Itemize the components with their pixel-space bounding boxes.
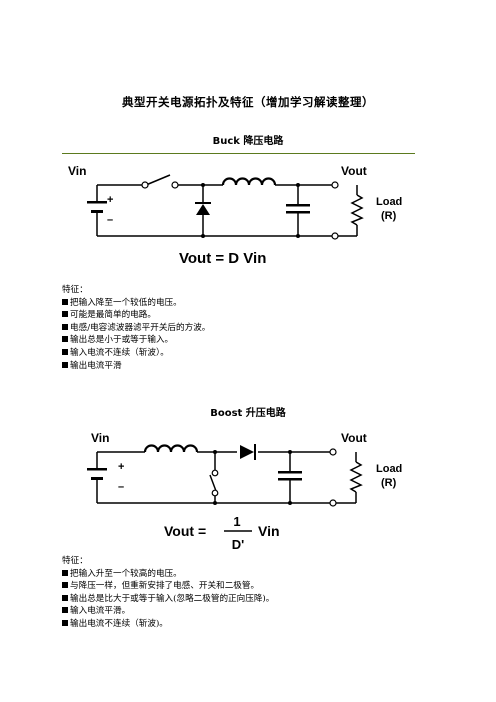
buck-load-r-label: (R) xyxy=(381,210,397,222)
buck-load-resistor xyxy=(350,194,364,226)
feature-item: 可能是最简单的电路。 xyxy=(62,309,442,322)
buck-divider xyxy=(62,153,415,154)
page-title: 典型开关电源拓扑及特征（增加学习解读整理） xyxy=(122,95,374,109)
buck-vout-terminal-top xyxy=(331,181,339,189)
feature-item: 把输入降至一个较低的电压。 xyxy=(62,297,442,310)
feature-item: 输出总是小于或等于输入。 xyxy=(62,334,442,347)
feature-item: 电感/电容滤波器滤平开关后的方波。 xyxy=(62,322,442,335)
boost-features-label: 特征： xyxy=(62,556,88,566)
boost-formula-numerator: 1 xyxy=(233,514,240,529)
boost-features: 特征： 把输入升至一个较高的电压。 与降压一样，但重新安排了电感、开关和二极管。… xyxy=(62,555,442,631)
boost-plus-sign: + xyxy=(118,461,124,473)
buck-minus-sign: – xyxy=(107,214,113,226)
buck-inductor xyxy=(221,177,277,186)
feature-item: 输出电流平滑 xyxy=(62,360,442,373)
buck-vout-label: Vout xyxy=(341,164,367,178)
feature-item: 输入电流不连续（斩波）。 xyxy=(62,347,442,360)
boost-capacitor-plate-top xyxy=(278,471,302,474)
buck-features: 特征： 把输入降至一个较低的电压。 可能是最简单的电路。 电感/电容滤波器滤平开… xyxy=(62,284,442,372)
boost-load-label: Load xyxy=(376,463,402,475)
feature-item: 输出电流不连续（斩波)。 xyxy=(62,618,442,631)
boost-vin-label: Vin xyxy=(91,431,109,445)
boost-switch-contact-bottom xyxy=(211,489,219,497)
boost-heading: Boost 升压电路 xyxy=(210,408,286,419)
feature-item: 输入电流平滑。 xyxy=(62,605,442,618)
boost-load-resistor xyxy=(349,461,363,493)
buck-vout-terminal-bottom xyxy=(331,232,339,240)
boost-vout-terminal-bottom xyxy=(329,499,337,507)
buck-features-label: 特征： xyxy=(62,285,88,295)
buck-vin-label: Vin xyxy=(68,164,86,178)
boost-capacitor-plate-bottom xyxy=(278,478,302,481)
buck-switch-contact-right xyxy=(171,181,179,189)
boost-inductor xyxy=(143,444,199,453)
feature-item: 与降压一样，但重新安排了电感、开关和二极管。 xyxy=(62,580,442,593)
boost-switch-contact-top xyxy=(211,469,219,477)
buck-plus-sign: + xyxy=(107,194,113,206)
boost-minus-sign: – xyxy=(118,481,124,493)
buck-battery-plate-long xyxy=(87,201,107,204)
boost-formula-rhs: Vin xyxy=(258,523,280,539)
boost-formula-lhs: Vout = xyxy=(164,523,206,539)
buck-formula: Vout = D Vin xyxy=(179,250,266,267)
buck-load-label: Load xyxy=(376,196,402,208)
boost-load-r-label: (R) xyxy=(381,477,397,489)
buck-heading: Buck 降压电路 xyxy=(212,136,284,147)
boost-diode xyxy=(240,445,254,459)
buck-circuit-diagram: Vin Vout + – Load (R) Vout = D Vin xyxy=(68,164,402,267)
buck-switch-contact-left xyxy=(141,181,149,189)
feature-item: 把输入升至一个较高的电压。 xyxy=(62,568,442,581)
boost-battery-plate-long xyxy=(87,468,107,471)
buck-diode xyxy=(196,204,210,215)
boost-vout-terminal-top xyxy=(329,448,337,456)
buck-battery-plate-short xyxy=(91,210,103,213)
boost-formula-denominator: D' xyxy=(232,537,244,552)
buck-capacitor-plate-top xyxy=(286,204,310,207)
boost-circuit-diagram: Vin Vout + – Load (R) Vout = 1 D' Vin xyxy=(87,431,402,552)
boost-battery-plate-short xyxy=(91,477,103,480)
boost-vout-label: Vout xyxy=(341,431,367,445)
buck-capacitor-plate-bottom xyxy=(286,211,310,214)
feature-item: 输出总是比大于或等于输入(忽略二极管的正向压降)。 xyxy=(62,593,442,606)
